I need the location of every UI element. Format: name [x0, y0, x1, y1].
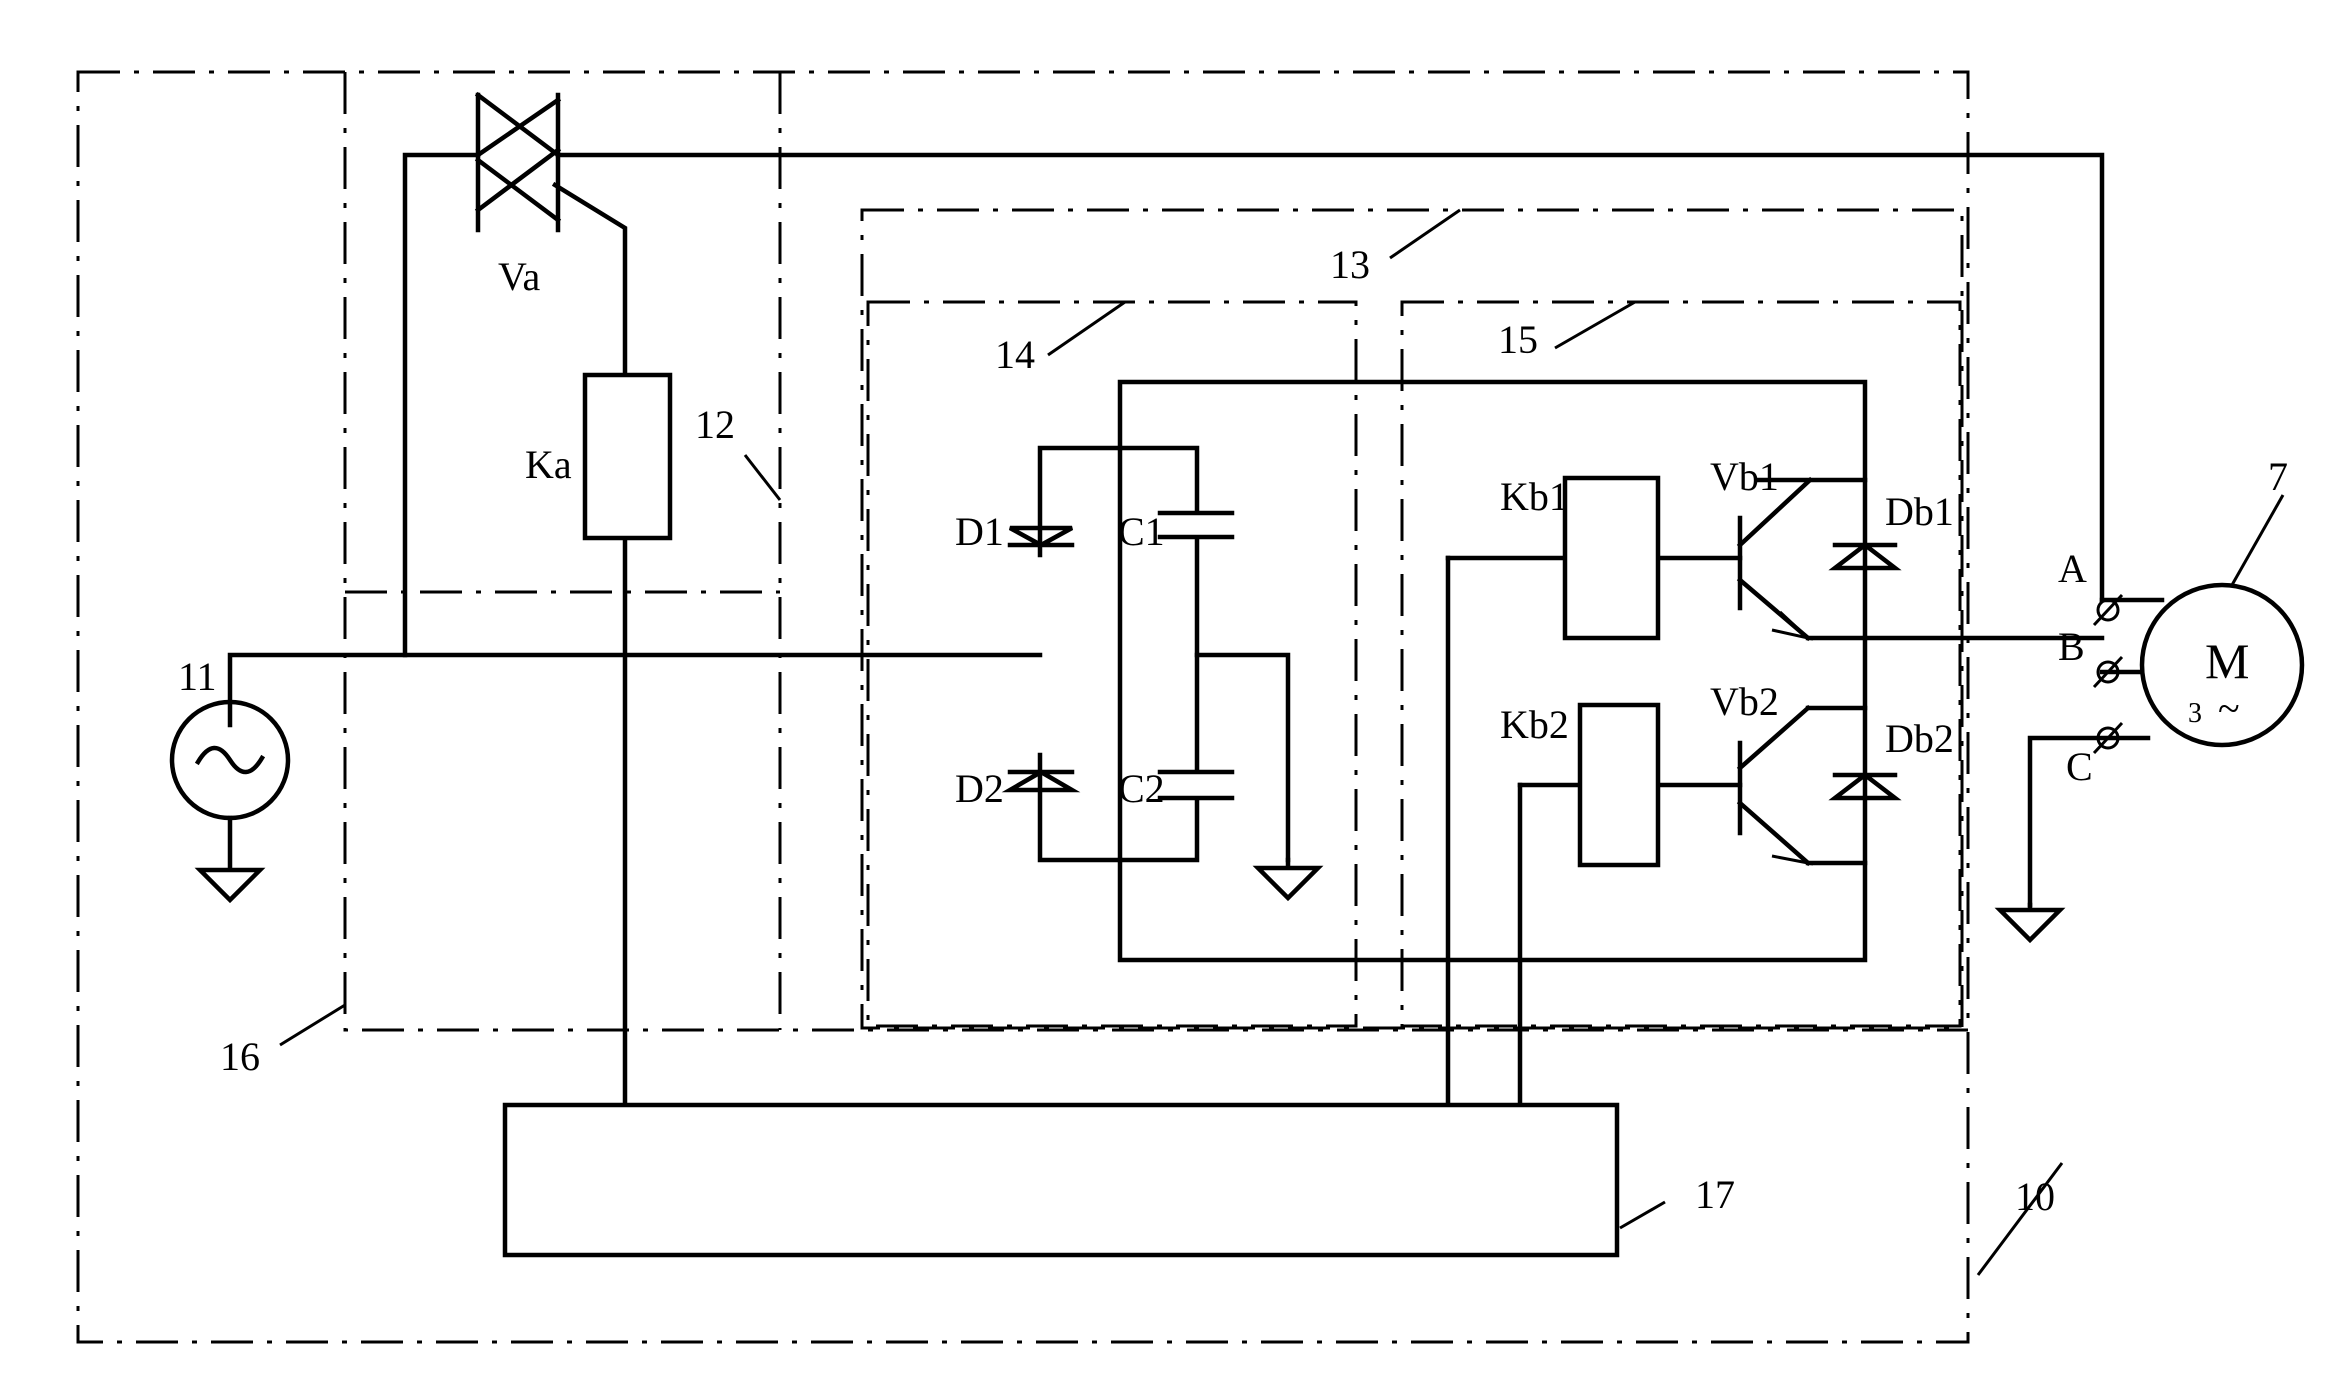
label-d1: D1 [955, 509, 1004, 554]
ground-icon [1258, 860, 1318, 898]
label-phase-b: B [2058, 624, 2085, 669]
label-phase-c: C [2066, 744, 2093, 789]
label-motor-3: 3 [2188, 698, 2202, 729]
ground-icon [200, 818, 260, 900]
controller-17 [505, 1105, 1617, 1255]
label-db2: Db2 [1885, 716, 1954, 761]
ref-15: 15 [1498, 317, 1538, 362]
triac-icon [478, 95, 558, 230]
ref-17: 17 [1695, 1172, 1735, 1217]
label-db1: Db1 [1885, 489, 1954, 534]
ref-12: 12 [695, 402, 735, 447]
label-c1: C1 [1118, 509, 1165, 554]
label-phase-a: A [2058, 546, 2087, 591]
component-labels: Va Ka D1 D2 C1 C2 Kb1 Kb2 Vb1 Vb2 Db1 Db… [498, 254, 2249, 811]
label-vb2: Vb2 [1710, 679, 1779, 724]
ref-13: 13 [1330, 242, 1370, 287]
label-ka: Ka [525, 442, 572, 487]
label-kb1: Kb1 [1500, 474, 1569, 519]
reference-numerals: 7 10 11 12 13 14 15 16 17 [178, 242, 2288, 1219]
ref-16: 16 [220, 1034, 260, 1079]
label-va: Va [498, 254, 540, 299]
boundary-12 [345, 72, 780, 1030]
label-motor-m: M [2205, 633, 2249, 689]
ref-11: 11 [178, 654, 217, 699]
ref-7: 7 [2268, 454, 2288, 499]
terminal-b [2094, 657, 2122, 687]
terminal-c [2094, 723, 2122, 753]
transistor-icon [1740, 708, 1808, 863]
ref-14: 14 [995, 332, 1035, 377]
relay-kb2 [1580, 705, 1658, 865]
boundary-15 [1402, 302, 1960, 1026]
relay-kb1 [1565, 478, 1658, 638]
label-d2: D2 [955, 766, 1004, 811]
label-vb1: Vb1 [1710, 454, 1779, 499]
terminal-a [2094, 595, 2122, 625]
label-c2: C2 [1118, 766, 1165, 811]
ground-icon [2000, 905, 2060, 940]
label-motor-tilde: ~ [2218, 686, 2240, 731]
ref-10: 10 [2015, 1174, 2055, 1219]
relay-ka [585, 375, 670, 538]
boundary-14 [868, 302, 1356, 1026]
transistor-icon [1740, 480, 1810, 638]
label-kb2: Kb2 [1500, 702, 1569, 747]
